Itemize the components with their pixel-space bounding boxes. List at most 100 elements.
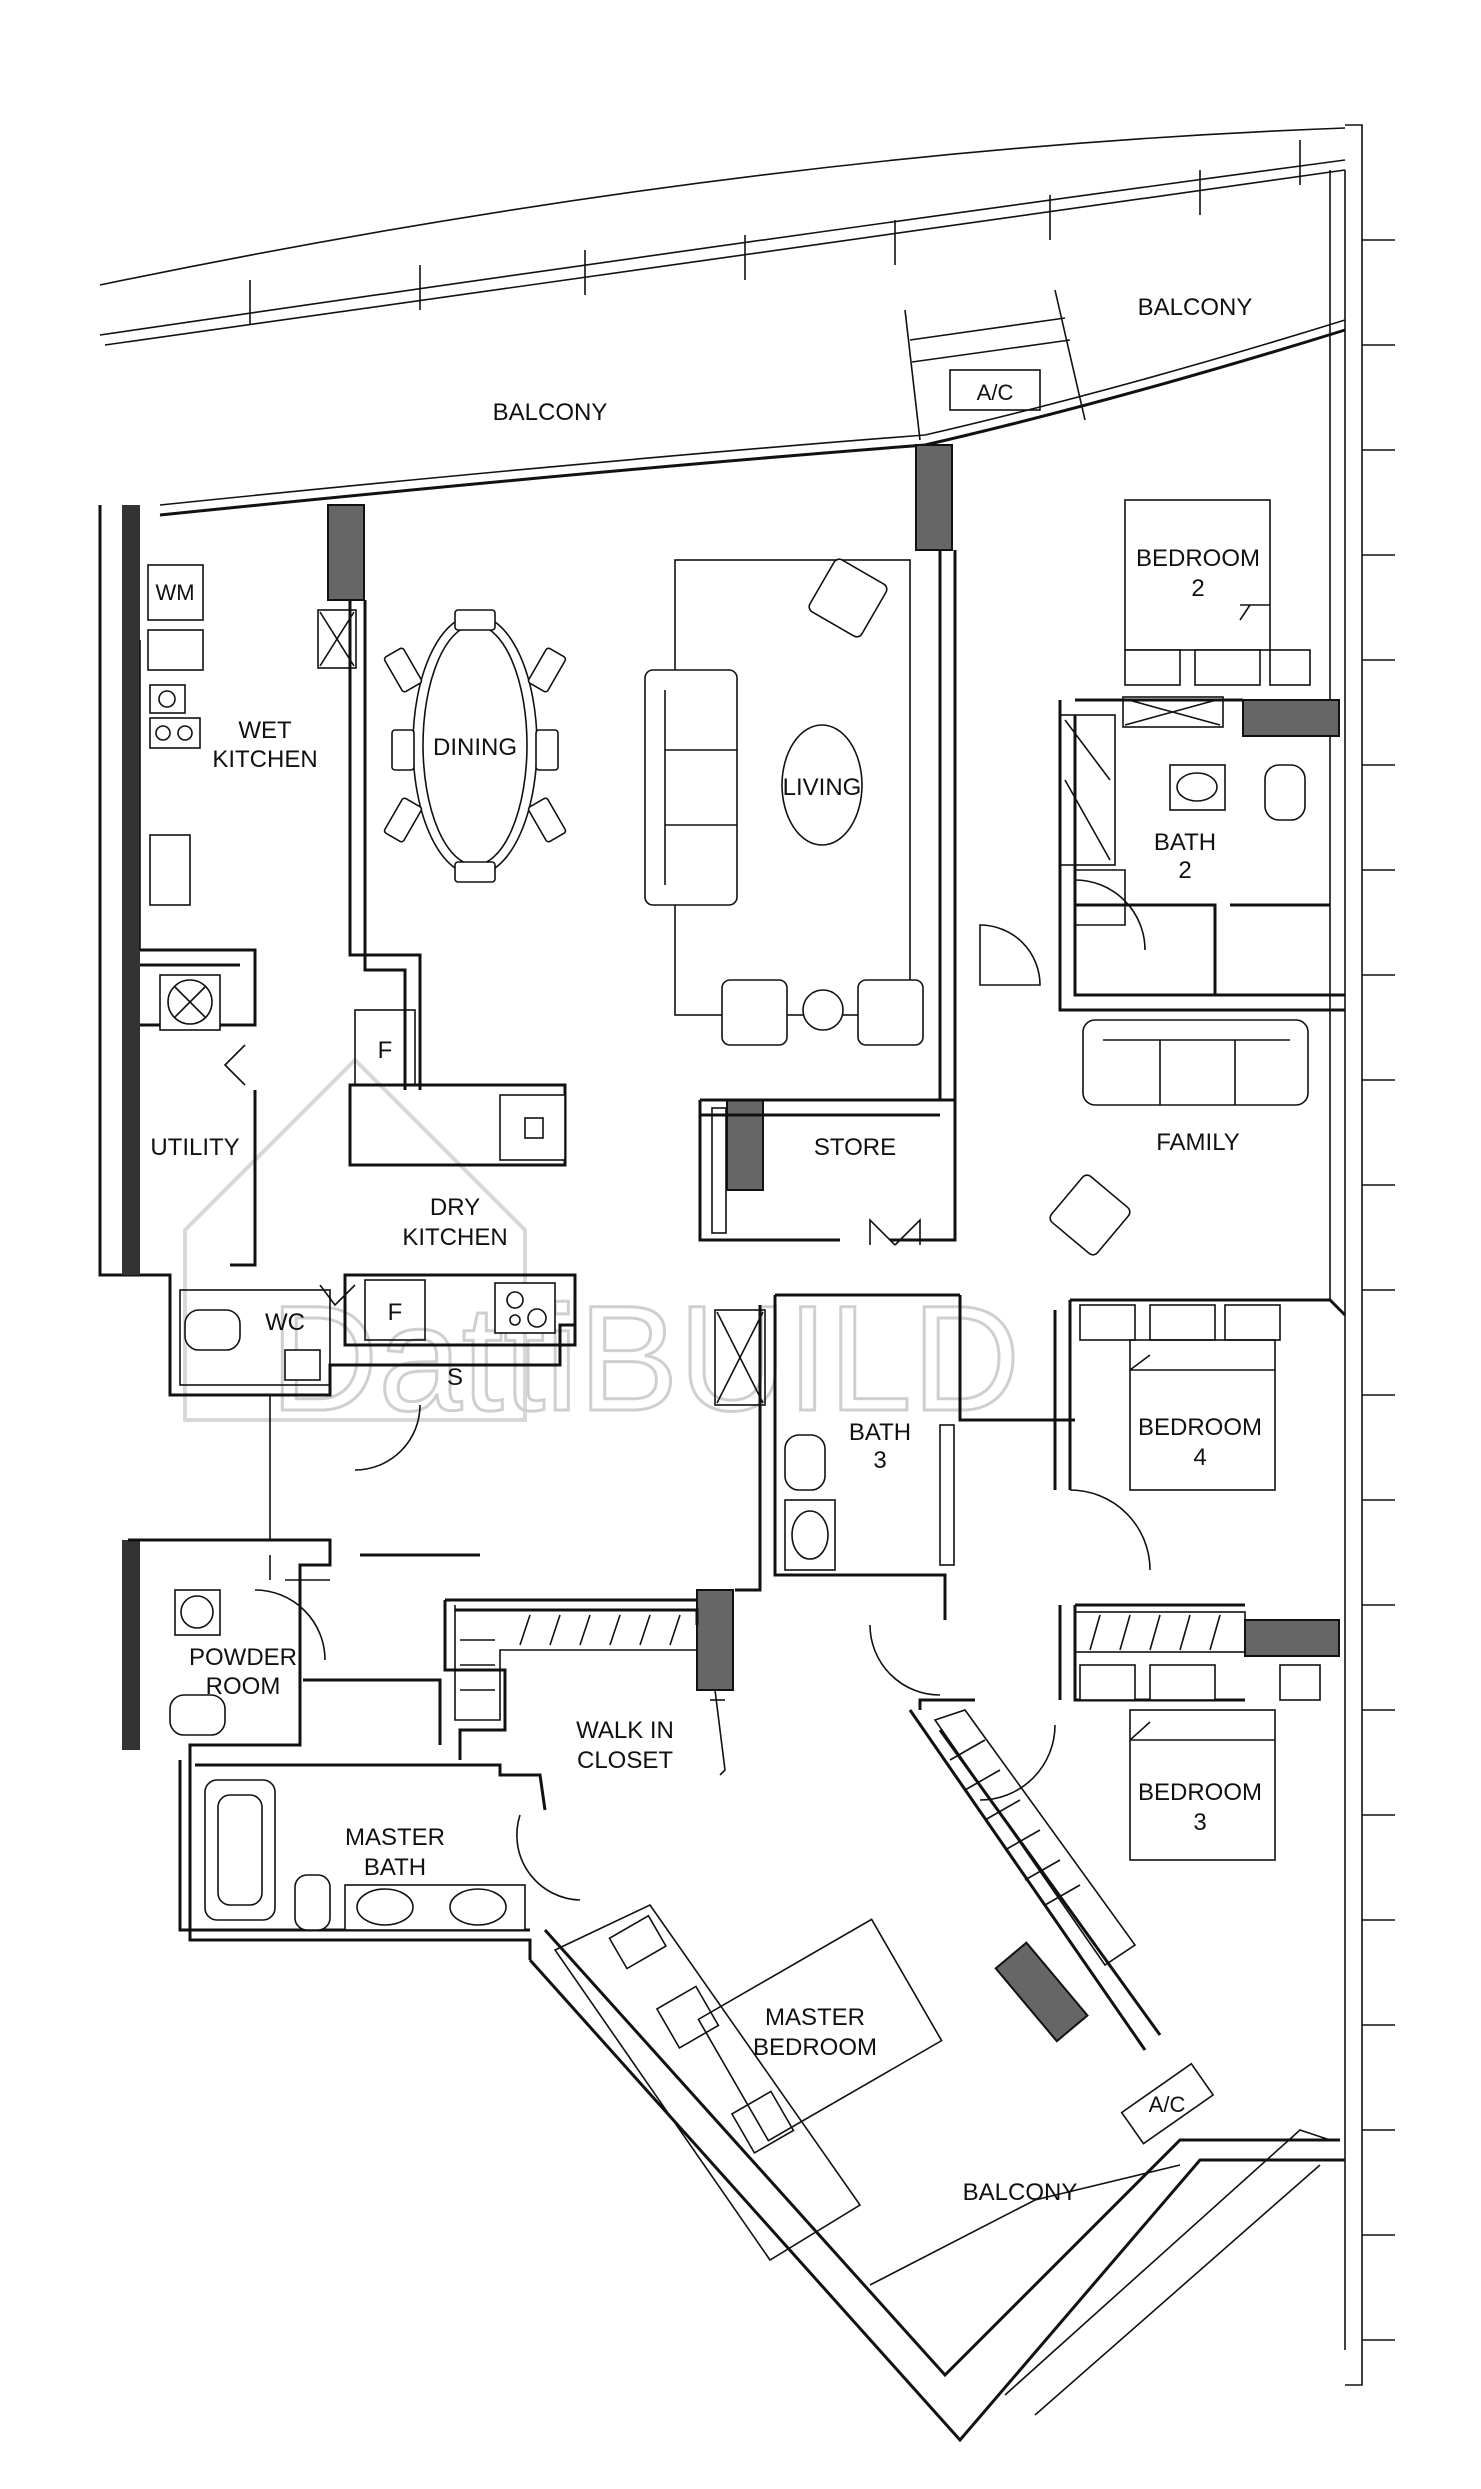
sofa-icon: [1082, 1019, 1309, 1106]
door-swing-icon: [319, 1284, 356, 1307]
wardrobe-bed3: [1074, 1611, 1246, 1653]
ac-label-bottom: A/C: [1149, 2092, 1186, 2117]
master-bath-label-2: BATH: [364, 1854, 426, 1881]
watermark-text: DattiBUILD: [270, 1274, 1020, 1442]
master-bedroom-label: MASTER: [765, 2004, 865, 2031]
armchair-icon: [1049, 1174, 1131, 1256]
bath-2: BATH 2: [1059, 714, 1330, 995]
sofa-icon: [644, 669, 738, 906]
walk-in-closet-label: WALK IN: [576, 1717, 674, 1744]
door-swing-icon: [1074, 879, 1146, 951]
bath-3: BATH 3: [714, 1309, 955, 1571]
bathtub-icon: [204, 1779, 276, 1921]
facade-ticks: [249, 140, 1395, 2341]
washer-icon: [147, 564, 204, 621]
right-facade: [1329, 124, 1363, 2386]
fridge-label-1: F: [378, 1037, 393, 1064]
column-icon: [327, 504, 365, 601]
bedroom2-label: BEDROOM: [1136, 545, 1260, 572]
bedroom-3: BEDROOM 3: [1079, 1664, 1321, 1861]
utility-label: UTILITY: [150, 1134, 239, 1161]
fridge-label-2: F: [388, 1299, 403, 1326]
toilet-icon: [1264, 764, 1306, 821]
ac-label-top: A/C: [977, 380, 1014, 405]
bath3-label: BATH: [849, 1419, 911, 1446]
armchair-icon: [721, 979, 788, 1046]
family-label: FAMILY: [1156, 1129, 1240, 1156]
wc-label: WC: [265, 1309, 305, 1336]
toilet-icon: [184, 1309, 241, 1351]
bed-icon: [1079, 1304, 1136, 1341]
basin-icon: [284, 1349, 321, 1381]
store-kitchen: STORE F DRY KITCHEN F S: [354, 1009, 896, 1391]
door-swing-icon: [869, 1624, 941, 1696]
master-bath: MASTER BATH: [204, 1779, 526, 1931]
bed-icon: [1079, 1664, 1136, 1701]
door-swing-icon: [979, 1724, 1056, 1801]
living-label: LIVING: [783, 774, 862, 801]
bath2-label: BATH: [1154, 829, 1216, 856]
balcony-label-right: BALCONY: [1138, 294, 1253, 321]
walk-in-closet-label-2: CLOSET: [577, 1747, 673, 1774]
door-swing-icon: [516, 1814, 581, 1901]
stove-icon: [149, 684, 186, 714]
columns: [327, 444, 1340, 2043]
column-icon: [994, 1941, 1089, 2043]
door-swing-icon: [223, 1044, 246, 1086]
sink-icon: [499, 1094, 566, 1161]
wet-kitchen-fixtures: WM WET KITCHEN UTILITY: [139, 564, 318, 1161]
door-swing-icon: [894, 1218, 921, 1246]
door-swing-icon: [1069, 1489, 1151, 1571]
powder-room: POWDER ROOM: [169, 1589, 297, 1736]
family-area: FAMILY: [1049, 1019, 1309, 1256]
balcony-label-main: BALCONY: [493, 399, 608, 426]
sink-icon: [149, 834, 191, 906]
dining-area: DINING: [317, 609, 567, 883]
walk-in-closet: WALK IN CLOSET: [454, 1605, 1137, 1967]
bed-icon: [655, 1985, 720, 2050]
column-icon: [1244, 1619, 1340, 1657]
bed-icon: [1124, 649, 1181, 686]
door-swing-icon: [354, 1404, 421, 1471]
wm-label: WM: [155, 580, 194, 605]
bedroom4-label: BEDROOM: [1138, 1414, 1262, 1441]
s-label: S: [447, 1364, 463, 1391]
wc: WC: [179, 1289, 331, 1386]
wet-kitchen-label-2: KITCHEN: [212, 746, 317, 773]
door-swing-icon: [979, 924, 1041, 986]
door-swing-icon: [254, 1589, 326, 1661]
dry-kitchen-label: DRY: [430, 1194, 480, 1221]
door-swing-icon: [869, 1218, 896, 1246]
master-bedroom-label-2: BEDROOM: [753, 2034, 877, 2061]
balcony-top: A/C: [99, 127, 1346, 517]
armchair-icon: [808, 558, 888, 638]
stove-icon: [494, 1282, 556, 1334]
toilet-icon: [784, 1434, 826, 1491]
bedroom-4: BEDROOM 4: [1079, 1304, 1281, 1491]
dining-label: DINING: [433, 734, 517, 761]
column-icon: [1242, 699, 1340, 737]
toilet-icon: [294, 1874, 331, 1931]
bath3-label-2: 3: [873, 1447, 886, 1474]
armchair-icon: [857, 979, 924, 1046]
bedroom3-label: BEDROOM: [1138, 1779, 1262, 1806]
toilet-icon: [169, 1694, 226, 1736]
master-bath-label: MASTER: [345, 1824, 445, 1851]
powder-room-label-2: ROOM: [206, 1673, 281, 1700]
bath2-label-2: 2: [1178, 857, 1191, 884]
bedroom2-label-2: 2: [1191, 575, 1204, 602]
master-bedroom: MASTER BEDROOM: [553, 1903, 943, 2262]
bedroom3-label-2: 3: [1193, 1809, 1206, 1836]
wet-kitchen-label: WET: [238, 717, 292, 744]
balcony-label-bottom: BALCONY: [963, 2179, 1078, 2206]
balcony-bottom: A/C BALCONY: [963, 2062, 1215, 2206]
bedroom4-label-2: 4: [1193, 1444, 1206, 1471]
living-area: LIVING: [644, 558, 924, 1046]
column-icon: [696, 1589, 734, 1691]
watermark: DattiBUILD: [183, 1057, 1022, 1444]
column-icon: [915, 444, 953, 551]
store-label: STORE: [814, 1134, 896, 1161]
dry-kitchen-label-2: KITCHEN: [402, 1224, 507, 1251]
powder-room-label: POWDER: [189, 1644, 297, 1671]
